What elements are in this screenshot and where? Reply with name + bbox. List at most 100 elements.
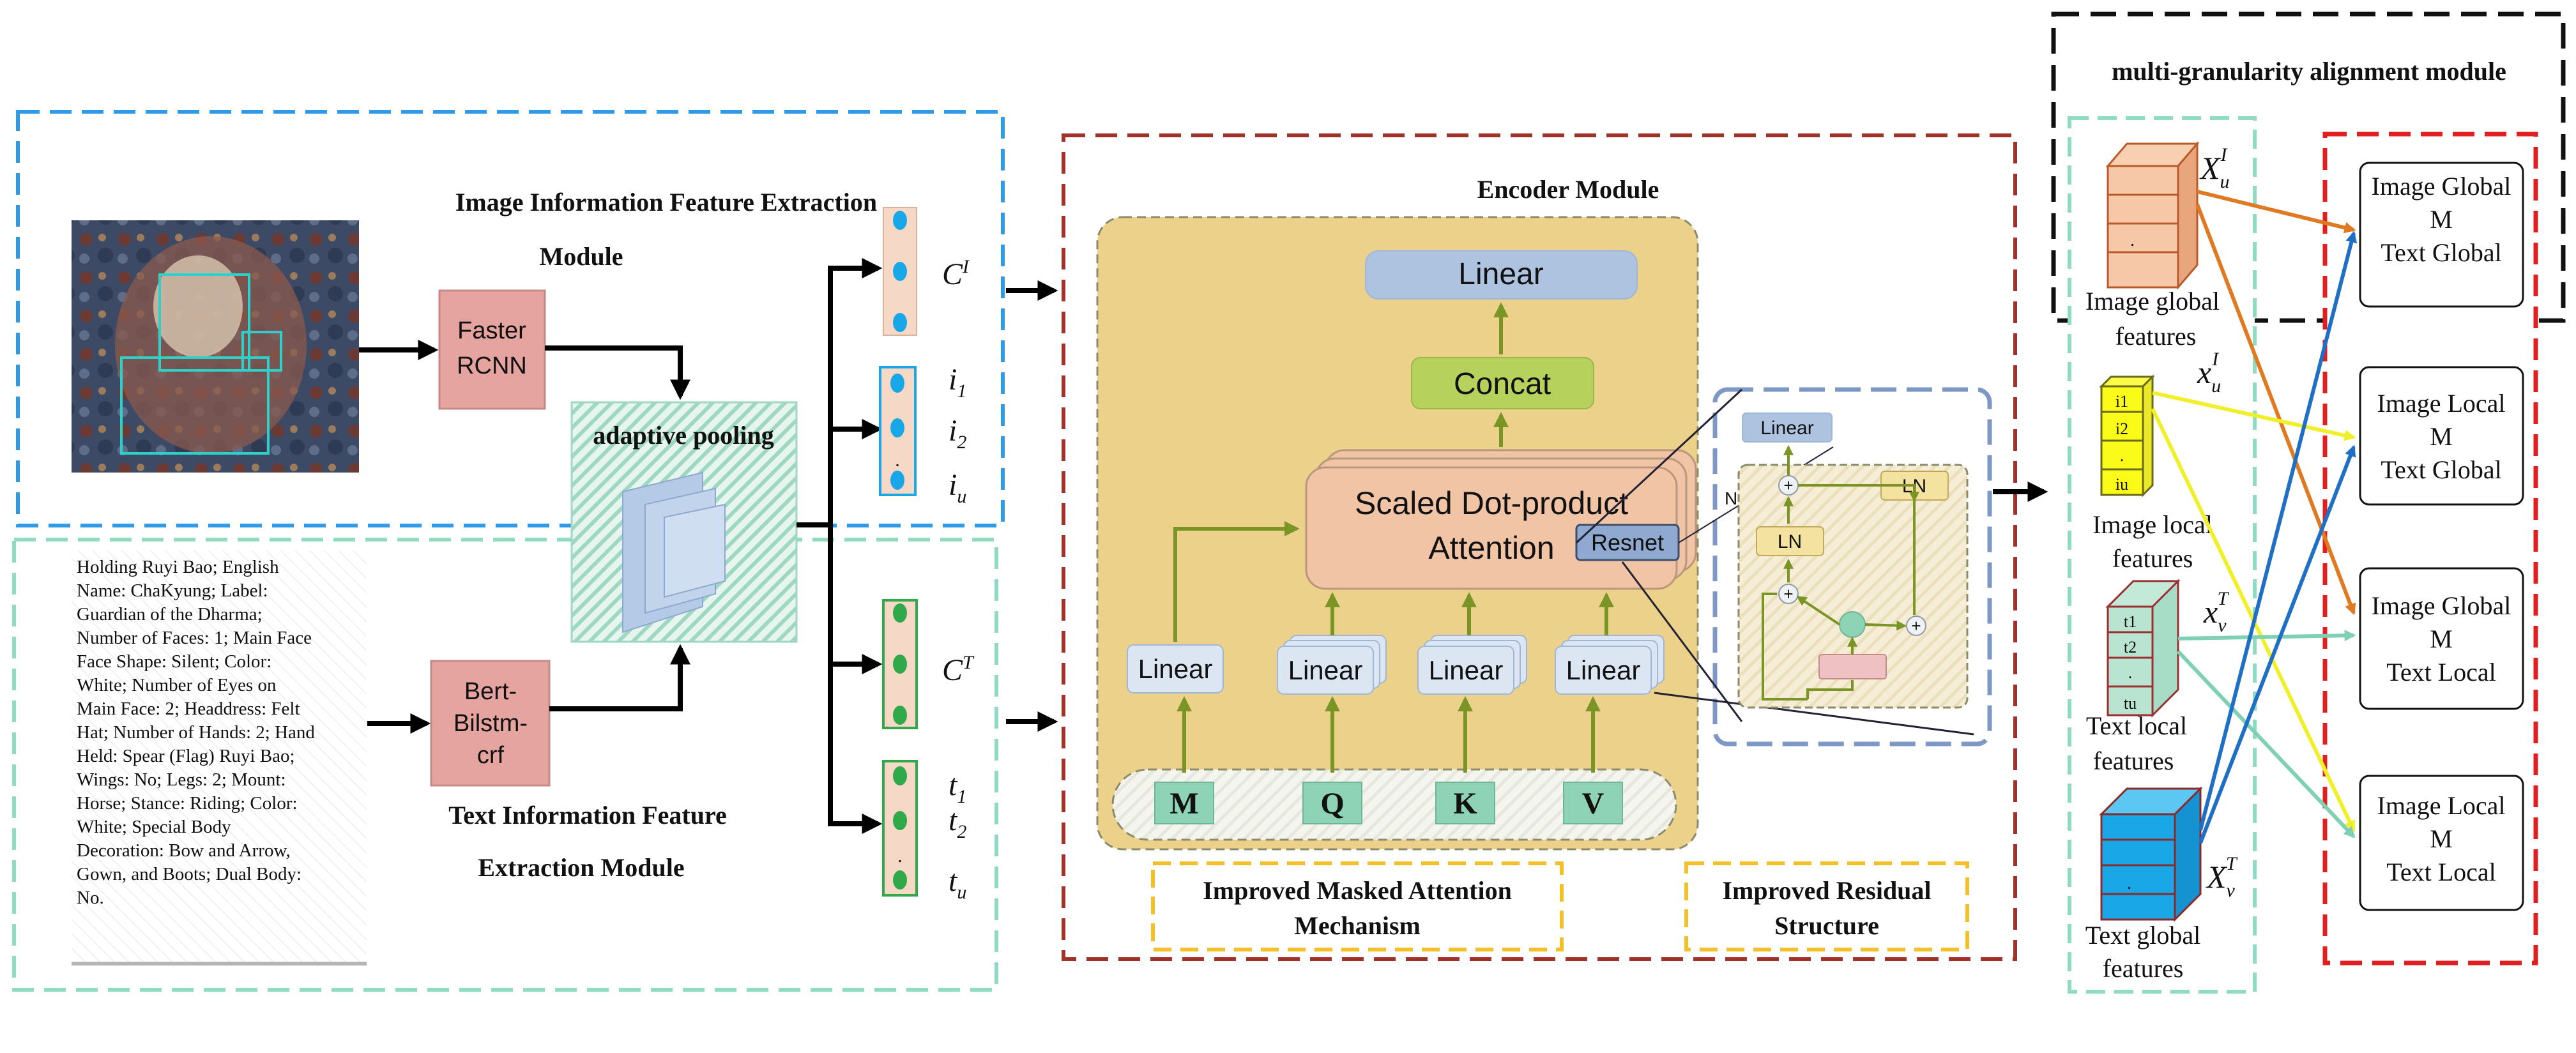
svg-text:Concat: Concat (1454, 367, 1551, 401)
svg-text:t1: t1 (2124, 612, 2137, 631)
text-global-symbol: XvT (2206, 853, 2238, 901)
input-q: Q (1302, 782, 1362, 824)
svg-text:Linear: Linear (1138, 654, 1213, 684)
svg-text:adaptive pooling: adaptive pooling (593, 421, 774, 450)
text-local-symbol: xvT (2203, 588, 2230, 636)
svg-text:Linear: Linear (1429, 655, 1504, 685)
svg-text:Faster: Faster (457, 317, 526, 344)
text-local-features-block: t1 t2 . tu (2105, 579, 2181, 718)
svg-text:iu: iu (2115, 475, 2128, 494)
svg-text:+: + (1783, 584, 1793, 603)
encoder-title: Encoder Module (1477, 175, 1659, 204)
text-module-title-2: Extraction Module (478, 853, 684, 882)
svg-text:t2: t2 (2124, 638, 2137, 656)
alignment-box-image-global-text-local: Image Global M Text Local (2359, 567, 2524, 710)
svg-text:RCNN: RCNN (457, 352, 527, 379)
svg-text:Image Local: Image Local (2377, 389, 2506, 418)
c-image-symbol: CI (942, 256, 970, 291)
text-feature-frame (12, 538, 998, 992)
residual-ln-left: LN (1756, 526, 1824, 556)
text-global-features-block: . (2099, 786, 2203, 922)
svg-text:Image Global: Image Global (2372, 591, 2511, 620)
svg-text:M: M (2430, 824, 2453, 853)
svg-text:Text Local: Text Local (2386, 658, 2496, 686)
text-global-vector (882, 599, 918, 729)
svg-text:.: . (897, 845, 903, 867)
tu-symbol: tu (949, 864, 966, 903)
svg-text:M: M (1170, 787, 1198, 821)
svg-text:M: M (2430, 625, 2453, 653)
residual-frame (1684, 861, 1969, 951)
svg-text:Linear: Linear (1458, 257, 1543, 291)
svg-text:M: M (2430, 205, 2453, 234)
c-text-symbol: CT (942, 652, 975, 687)
svg-text:Resnet: Resnet (1591, 529, 1664, 556)
left-arrows (359, 258, 2048, 834)
image-global-label-2: features (2115, 322, 2197, 351)
description-text: Holding Ruyi Bao; English Name: ChaKyung… (72, 550, 367, 966)
svg-text:.: . (2127, 874, 2131, 893)
text-global-label-2: features (2103, 954, 2184, 983)
residual-title-2: Structure (1774, 911, 1879, 940)
svg-text:Bilstm-: Bilstm- (453, 710, 528, 737)
svg-text:Attention: Attention (1428, 530, 1554, 566)
svg-text:crf: crf (477, 742, 505, 769)
image-feature-frame (16, 110, 1005, 527)
svg-text:.: . (2128, 663, 2133, 682)
image-module-title-1: Image Information Feature Extraction (455, 188, 877, 216)
i1-symbol: i1 (949, 363, 966, 402)
concat-block: Concat (1411, 357, 1594, 409)
svg-text:Q: Q (1320, 787, 1344, 821)
residual-inner (1737, 464, 1969, 709)
image-local-label-2: features (2112, 544, 2193, 573)
svg-text:Bert-: Bert- (464, 678, 517, 705)
bert-bilstm-crf-block: Bert- Bilstm- crf (430, 660, 551, 787)
image-local-symbol: xuI (2197, 349, 2221, 397)
residual-n: N (1725, 489, 1737, 508)
linear-box-m: Linear (1127, 644, 1224, 693)
svg-text:.: . (2120, 446, 2124, 465)
residual-arrows (1762, 444, 1919, 701)
residual-linear: Linear (1742, 413, 1833, 443)
text-global-label-1: Text global (2085, 921, 2201, 950)
alignment-box-image-local-text-local: Image Local M Text Local (2359, 775, 2524, 911)
svg-text:.: . (2130, 231, 2135, 250)
image-global-vector (883, 207, 917, 336)
svg-text:i2: i2 (2115, 420, 2128, 438)
svg-text:Scaled Dot-product: Scaled Dot-product (1355, 485, 1628, 521)
image-local-label-1: Image local (2092, 510, 2213, 539)
sdpa-block: Scaled Dot-product Attention (1305, 449, 1697, 590)
i2-symbol: i2 (949, 414, 966, 453)
iu-symbol: iu (949, 468, 966, 507)
residual-title-1: Improved Residual (1722, 876, 1931, 905)
svg-text:LN: LN (1778, 531, 1802, 552)
svg-text:V: V (1582, 787, 1604, 821)
svg-text:Linear: Linear (1566, 655, 1641, 685)
image-local-features-block: i1 i2 . iu (2099, 374, 2155, 497)
faster-rcnn-block: Faster RCNN (438, 289, 546, 410)
svg-text:Linear: Linear (1760, 418, 1813, 439)
inputs-capsule (1111, 768, 1677, 841)
svg-text:Linear: Linear (1288, 655, 1363, 685)
svg-text:K: K (1453, 787, 1477, 821)
alignment-box-image-global-text-global: Image Global M Text Global (2359, 162, 2524, 308)
image-global-label-1: Image global (2085, 287, 2220, 315)
svg-text:M: M (2430, 422, 2453, 451)
image-global-features-block: . (2105, 140, 2200, 291)
linear-top-block: Linear (1365, 250, 1638, 299)
encoder-frame (1062, 133, 2017, 961)
svg-text:i1: i1 (2115, 392, 2128, 411)
svg-text:+: + (1911, 616, 1921, 635)
image-global-symbol: XuI (2199, 144, 2230, 192)
multi-granularity-title: multi-granularity alignment module (2112, 57, 2506, 86)
alignment-box-image-local-text-global: Image Local M Text Global (2359, 366, 2524, 506)
svg-text:Text Global: Text Global (2381, 238, 2501, 267)
input-k: K (1435, 782, 1495, 824)
masked-attention-frame (1151, 861, 1564, 951)
svg-text:.: . (895, 450, 900, 471)
masked-attention-title-2: Mechanism (1294, 911, 1421, 940)
text-local-label-2: features (2093, 746, 2174, 775)
linear-box-v: Linear (1555, 635, 1665, 695)
thangka-image (72, 220, 359, 473)
